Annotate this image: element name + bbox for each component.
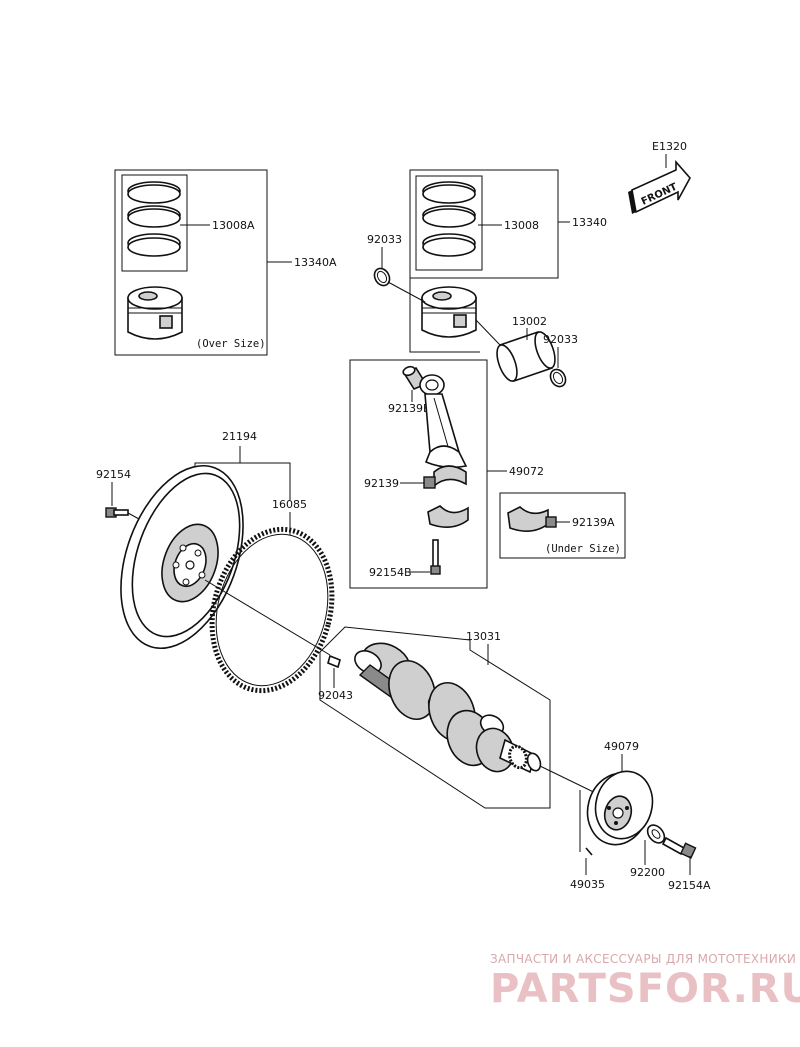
ref-code-label: E1320 bbox=[652, 140, 687, 153]
label-92139B: 92139B bbox=[388, 402, 431, 415]
woodruff-key bbox=[585, 847, 593, 856]
flywheel-bolt bbox=[105, 507, 129, 518]
piston-rings bbox=[422, 181, 476, 257]
label-21194: 21194 bbox=[222, 430, 257, 443]
undersize-note: (Under Size) bbox=[545, 543, 621, 555]
ring-set-box bbox=[415, 175, 483, 271]
circlip-left bbox=[373, 267, 391, 287]
undersize-bearing-box bbox=[499, 492, 626, 559]
bearing-upper bbox=[433, 465, 467, 488]
label-92033-left: 92033 bbox=[367, 233, 402, 246]
label-92043: 92043 bbox=[318, 689, 353, 702]
front-arrow-icon: FRONT bbox=[628, 159, 691, 214]
crank-pulley bbox=[586, 770, 654, 846]
flywheel bbox=[120, 464, 244, 650]
piston-kit-box-lower bbox=[409, 278, 480, 353]
label-92139A: 92139A bbox=[572, 516, 615, 529]
oversize-piston bbox=[127, 286, 183, 340]
label-16085: 16085 bbox=[272, 498, 307, 511]
label-49035: 49035 bbox=[570, 878, 605, 891]
label-13008A: 13008A bbox=[212, 219, 255, 232]
label-92139: 92139 bbox=[364, 477, 399, 490]
connecting-rod-box bbox=[349, 359, 488, 589]
undersize-bearing bbox=[507, 506, 549, 532]
watermark-tagline: ЗАПЧАСТИ И АКСЕССУАРЫ ДЛЯ МОТОТЕХНИКИ bbox=[490, 952, 796, 966]
piston bbox=[421, 286, 477, 338]
label-13340A: 13340A bbox=[294, 256, 337, 269]
label-92200: 92200 bbox=[630, 866, 665, 879]
crankshaft-box bbox=[319, 640, 551, 809]
label-13340: 13340 bbox=[572, 216, 607, 229]
label-92033-right: 92033 bbox=[543, 333, 578, 346]
rod-bolt bbox=[430, 539, 441, 575]
piston-pin bbox=[496, 330, 556, 383]
label-13031: 13031 bbox=[466, 630, 501, 643]
label-49072: 49072 bbox=[509, 465, 544, 478]
circlip-right bbox=[549, 368, 567, 388]
washer bbox=[646, 824, 666, 844]
pulley-bolt bbox=[661, 836, 697, 859]
label-92154B: 92154B bbox=[369, 566, 412, 579]
label-92154A: 92154A bbox=[668, 879, 711, 892]
oversize-note: (Over Size) bbox=[196, 338, 266, 350]
dowel-pin bbox=[327, 654, 341, 669]
oversize-ring-set-box bbox=[121, 174, 188, 272]
watermark-site: PARTSFOR.RU bbox=[490, 966, 800, 1012]
label-92154: 92154 bbox=[96, 468, 131, 481]
connecting-rod bbox=[419, 374, 468, 469]
label-13002: 13002 bbox=[512, 315, 547, 328]
label-49079: 49079 bbox=[604, 740, 639, 753]
piston-kit-box bbox=[409, 169, 559, 279]
crankshaft bbox=[354, 642, 542, 774]
oversize-piston-rings bbox=[127, 181, 181, 257]
label-13008: 13008 bbox=[504, 219, 539, 232]
bearing-ref-marker bbox=[423, 476, 436, 489]
bearing-lower bbox=[427, 505, 469, 528]
